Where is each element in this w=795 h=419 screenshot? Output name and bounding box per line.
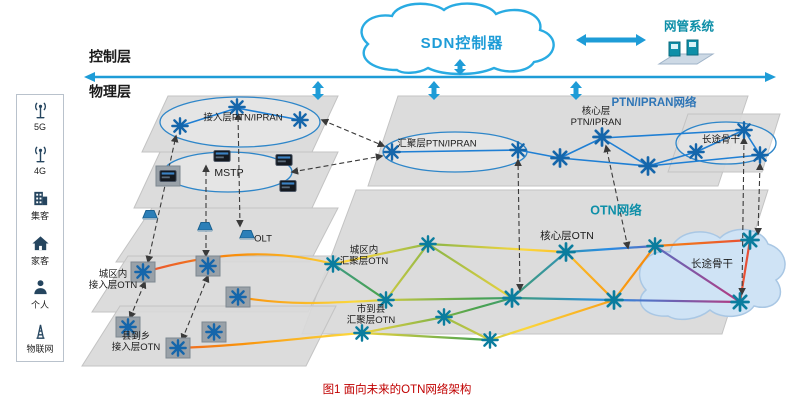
- control-layer-label: 控制层: [89, 48, 131, 65]
- home-icon: [31, 236, 49, 250]
- mstp-device-icon: [275, 151, 293, 169]
- access-otn-node-icon: [229, 288, 247, 306]
- physical-layer-label: 物理层: [89, 83, 131, 100]
- ptn-network-label: PTN/IPRAN网络: [611, 97, 697, 110]
- nms-server-icon: [657, 39, 715, 65]
- olt-device-icon: [141, 205, 159, 223]
- sidebar-item-label: 5G: [33, 122, 46, 133]
- otn-metro-agg-label: 城区内 汇聚层OTN: [339, 244, 389, 267]
- otn-county-access-label: 县到乡 接入层OTN: [111, 330, 161, 353]
- router-icon: [291, 111, 309, 129]
- router-icon: [751, 146, 769, 164]
- otn-node-icon: [353, 324, 371, 342]
- otn-longhaul-node-icon: [646, 237, 664, 255]
- antenna-5g-icon: [34, 102, 46, 119]
- router-icon: [687, 143, 705, 161]
- router-icon: [509, 141, 527, 159]
- core-router-icon: [592, 127, 612, 147]
- nms-label: 网管系统: [663, 19, 715, 34]
- core-router-icon: [638, 156, 658, 176]
- otn-county-agg-label: 市到县 汇聚层OTN: [346, 303, 396, 326]
- access-otn-node-icon: [199, 257, 217, 275]
- otn-core-label: 核心层OTN: [540, 229, 594, 242]
- sidebar-item-label: 集客: [30, 211, 49, 222]
- otn-metro-access-label: 城区内 接入层OTN: [88, 268, 138, 291]
- sidebar-item-label: 物联网: [26, 344, 54, 355]
- person-icon: [33, 280, 47, 295]
- otn-longhaul-label: 长途骨干: [691, 257, 733, 270]
- olt-device-icon: [196, 217, 214, 235]
- otn-links: [143, 238, 752, 350]
- ptn-aggregation-label: 汇聚层PTN/IPRAN: [397, 138, 477, 150]
- arrow-sdn-to-nms: [576, 34, 646, 46]
- olt-label: OLT: [254, 233, 272, 245]
- access-otn-node-icon: [169, 339, 187, 357]
- otn-core-node-icon: [502, 288, 522, 308]
- otn-core-node-icon: [556, 242, 576, 262]
- arrow-cloud-to-divider: [454, 59, 466, 75]
- mstp-label: MSTP: [214, 166, 244, 179]
- building-icon: [33, 192, 47, 206]
- layer-mapping-arrows: [128, 112, 764, 342]
- otn-longhaul-node-icon: [740, 230, 760, 250]
- figure-caption: 图1 面向未来的OTN网络架构: [322, 384, 472, 397]
- sdn-cloud: [360, 2, 555, 76]
- arrow-divider-to-access: [312, 81, 324, 100]
- sidebar-item-business: 集客: [17, 184, 63, 228]
- antenna-4g-icon: [34, 147, 46, 163]
- ptn-access-label: 接入层PTN/IPRAN: [203, 112, 283, 124]
- mstp-device-icon: [279, 177, 297, 195]
- ptn-core-label: 核心层 PTN/IPRAN: [570, 105, 622, 128]
- otn-node-icon: [435, 308, 453, 326]
- otn-node-icon: [419, 235, 437, 253]
- otn-network-label: OTN网络: [590, 203, 642, 218]
- sidebar-item-4g: 4G: [17, 139, 63, 183]
- iot-tower-icon: [35, 324, 45, 340]
- arrow-divider-to-agg: [428, 81, 440, 100]
- sidebar-item-label: 家客: [30, 255, 49, 266]
- sidebar-item-home: 家客: [17, 228, 63, 272]
- otn-node-icon: [481, 331, 499, 349]
- core-router-icon: [550, 148, 570, 168]
- sidebar-item-iot: 物联网: [17, 317, 63, 361]
- sidebar-item-label: 个人: [30, 299, 49, 310]
- sidebar-item-label: 4G: [33, 166, 46, 177]
- control-flow-arrows: [312, 34, 646, 100]
- sidebar-item-personal: 个人: [17, 272, 63, 316]
- access-otn-node-icon: [205, 323, 223, 341]
- mstp-device-icon: [213, 147, 231, 165]
- layer-divider: [84, 72, 776, 82]
- ptn-longhaul-label: 长途骨干: [701, 134, 741, 146]
- sidebar-item-5g: 5G: [17, 95, 63, 139]
- otn-longhaul-node-icon: [730, 292, 750, 312]
- sdn-controller-label: SDN控制器: [420, 35, 504, 53]
- mstp-device-icon: [159, 167, 177, 185]
- router-icon: [171, 117, 189, 135]
- customer-types-panel: 5G 4G 集客 家客 个人 物联网: [16, 94, 64, 362]
- otn-core-node-icon: [604, 290, 624, 310]
- arrow-divider-to-core: [570, 81, 582, 100]
